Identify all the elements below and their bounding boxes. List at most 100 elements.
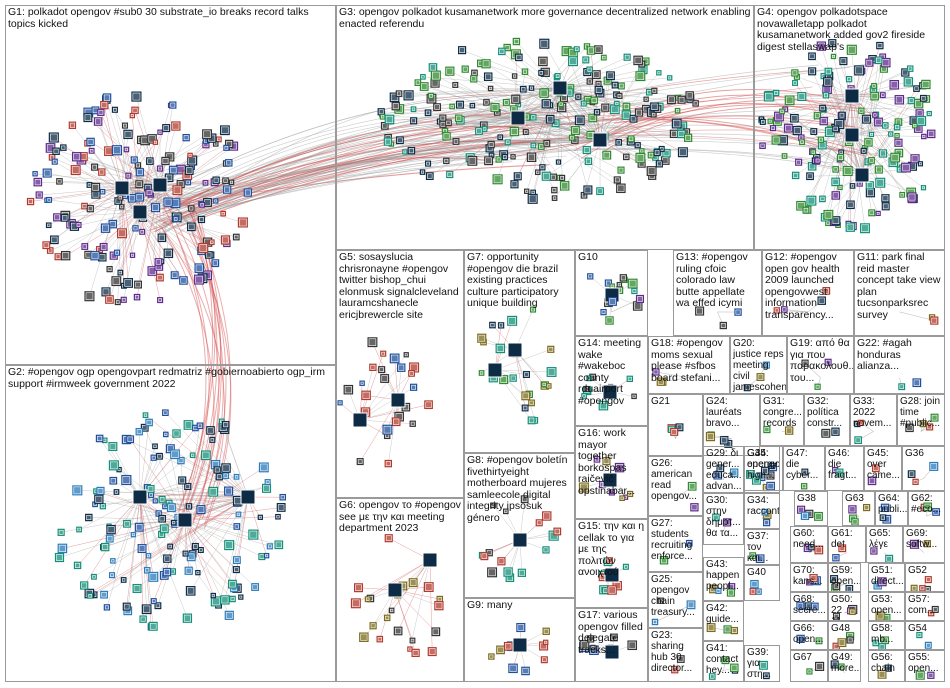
user-node-avatar xyxy=(505,45,510,50)
user-node-avatar xyxy=(250,531,257,538)
user-node-avatar xyxy=(553,197,556,200)
group-panel-g12: G12: #opengov open gov health 2009 launc… xyxy=(762,250,854,336)
hub-node[interactable] xyxy=(132,489,148,505)
group-panel-g10: G10 xyxy=(575,250,648,336)
user-node-avatar xyxy=(432,80,438,86)
group-title: G22: #agah honduras alianza... xyxy=(857,337,912,372)
group-title: G42: guide... xyxy=(706,603,739,625)
group-title: G1: polkadot opengov #sub0 30 substrate_… xyxy=(8,6,309,30)
group-panel-g56: G56: chain xyxy=(868,650,905,682)
network-edge xyxy=(404,139,601,153)
user-node-avatar xyxy=(643,59,648,64)
hub-node[interactable] xyxy=(114,180,130,196)
user-node-avatar xyxy=(259,516,262,519)
user-node-avatar xyxy=(152,599,155,603)
user-node-avatar xyxy=(648,167,655,175)
network-edge xyxy=(184,519,270,547)
group-panel-g21: G21 xyxy=(648,394,703,456)
user-node-avatar xyxy=(454,139,458,144)
hub-node[interactable] xyxy=(152,177,168,193)
user-node-avatar xyxy=(268,545,272,548)
network-edge xyxy=(116,184,161,282)
network-edge xyxy=(172,519,186,572)
network-edge xyxy=(580,99,856,159)
user-node-avatar xyxy=(483,60,489,67)
user-node-avatar xyxy=(195,276,203,283)
group-title: G27: students recruiting enforce... xyxy=(651,518,693,562)
user-node-avatar xyxy=(135,295,139,299)
hub-node[interactable] xyxy=(177,512,193,528)
user-node-avatar xyxy=(120,205,123,208)
group-title: G30: στην δημοτ... θα τα... xyxy=(706,495,741,539)
network-edge xyxy=(139,211,161,301)
user-node-avatar xyxy=(149,135,156,142)
network-edge xyxy=(50,211,141,251)
user-node-avatar xyxy=(226,612,233,619)
user-node-avatar xyxy=(135,282,141,287)
user-node-avatar xyxy=(62,215,67,220)
user-node-avatar xyxy=(172,273,177,278)
hub-node[interactable] xyxy=(240,489,256,505)
network-edge xyxy=(51,157,123,189)
user-node-avatar xyxy=(214,142,217,145)
user-node-avatar xyxy=(136,163,140,167)
user-node-avatar xyxy=(484,100,488,104)
user-node-avatar xyxy=(524,115,529,119)
group-title: G3: opengov polkadot kusamanetwork more … xyxy=(339,6,751,30)
user-node-avatar xyxy=(44,243,49,248)
user-node-avatar xyxy=(511,107,516,112)
user-node-avatar xyxy=(222,237,229,243)
user-node-avatar xyxy=(619,84,624,88)
user-node-avatar xyxy=(532,144,535,147)
user-node-avatar xyxy=(193,426,197,430)
user-node-avatar xyxy=(222,212,225,215)
group-panel-g39: G39: για στη... xyxy=(744,645,780,682)
node-cluster xyxy=(377,37,699,204)
user-node-avatar xyxy=(106,296,113,303)
user-node-avatar xyxy=(59,530,63,535)
user-node-avatar xyxy=(143,606,150,613)
user-node-avatar xyxy=(150,623,156,630)
user-node-avatar xyxy=(582,193,586,197)
user-node-avatar xyxy=(161,526,167,532)
user-node-avatar xyxy=(149,267,156,275)
user-node-avatar xyxy=(605,78,610,83)
user-node-avatar xyxy=(539,144,543,149)
network-edge xyxy=(64,184,161,219)
user-node-avatar xyxy=(640,149,643,152)
user-node-avatar xyxy=(86,293,93,300)
network-edge xyxy=(417,82,519,119)
user-node-avatar xyxy=(47,224,50,227)
group-title: G48 xyxy=(831,623,850,634)
user-node-avatar xyxy=(134,226,137,230)
user-node-avatar xyxy=(235,475,238,478)
user-node-avatar xyxy=(625,55,629,60)
user-node-avatar xyxy=(191,454,194,457)
user-node-avatar xyxy=(547,116,553,122)
network-edge xyxy=(139,496,168,573)
user-node-avatar xyxy=(185,484,190,489)
user-node-avatar xyxy=(142,137,149,144)
user-node-avatar xyxy=(584,147,590,153)
user-node-avatar xyxy=(204,142,208,147)
hub-node[interactable] xyxy=(132,204,148,220)
user-node-avatar xyxy=(34,172,36,175)
user-node-avatar xyxy=(163,158,168,164)
network-edge xyxy=(59,496,249,558)
network-edge xyxy=(388,117,519,139)
user-node-avatar xyxy=(147,554,150,557)
group-panel-g49: G49: more... xyxy=(828,650,861,682)
user-node-avatar xyxy=(102,225,109,232)
user-node-avatar xyxy=(165,250,172,257)
user-node-avatar xyxy=(188,224,194,230)
user-node-avatar xyxy=(111,559,114,562)
network-edge xyxy=(121,187,184,281)
user-node-avatar xyxy=(156,259,161,264)
network-edge xyxy=(121,187,203,206)
user-node-avatar xyxy=(99,110,103,115)
group-panel-g25: G25: opengov chain treasury... xyxy=(648,572,703,628)
user-node-avatar xyxy=(157,275,163,280)
network-edge xyxy=(184,519,256,588)
user-node-avatar xyxy=(110,443,116,450)
user-node-avatar xyxy=(70,123,75,128)
